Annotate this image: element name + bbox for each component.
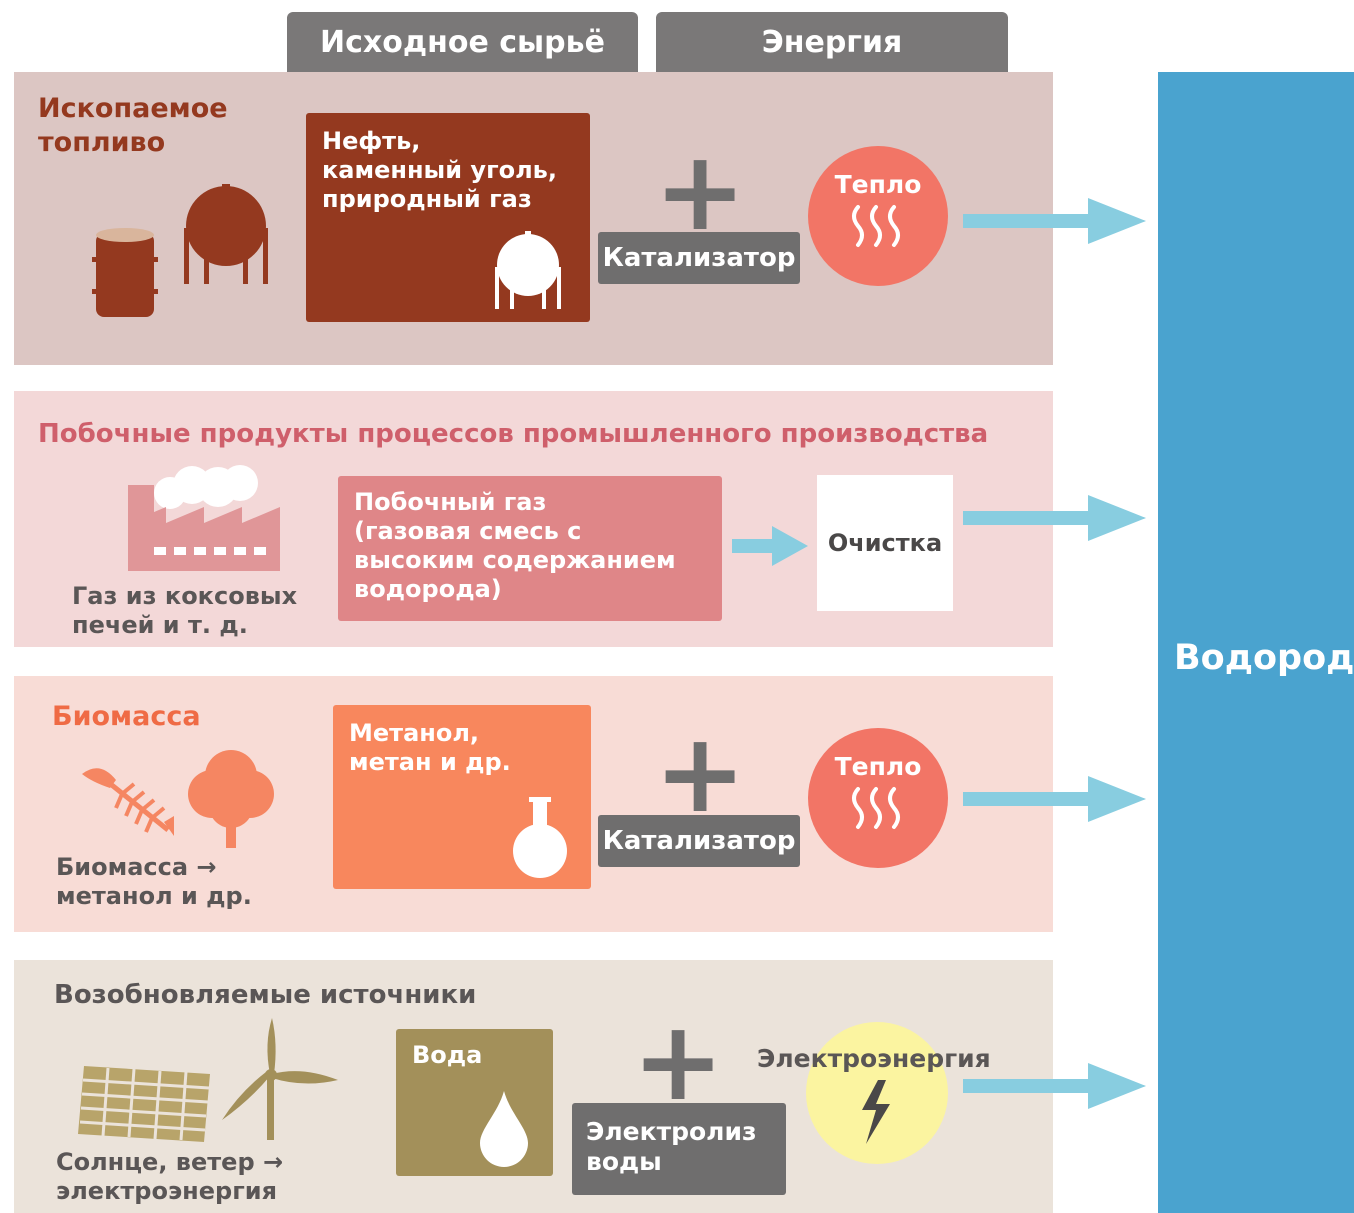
electrolysis-line2: воды <box>586 1147 662 1176</box>
fossil-box-line2: каменный уголь, <box>322 156 557 184</box>
byproduct-gas-box: Побочный газ (газовая смесь с высоким со… <box>338 476 722 621</box>
header-energy: Энергия <box>656 12 1008 72</box>
heat-circle: Тепло <box>808 728 948 868</box>
plus-icon: + <box>654 127 747 255</box>
biomass-title: Биомасса <box>52 701 201 732</box>
renewable-title: Возобновляемые источники <box>54 980 477 1010</box>
fossil-title-line1: Ископаемое <box>38 93 228 124</box>
renewable-caption-line1: Солнце, ветер → <box>56 1148 284 1176</box>
lightning-icon <box>862 1080 890 1144</box>
electricity-circle <box>806 1022 948 1164</box>
solar-panel-icon <box>78 1060 218 1146</box>
industrial-caption-line1: Газ из коксовых <box>72 582 298 610</box>
byproduct-box-line1: Побочный газ <box>354 488 547 516</box>
heat-waves-icon <box>852 205 900 247</box>
arrow-to-hydrogen-3 <box>963 776 1148 822</box>
byproduct-box-line4: водорода) <box>354 575 502 603</box>
water-drop-icon <box>478 1089 530 1167</box>
fossil-box-line1: Нефть, <box>322 127 421 155</box>
industrial-caption: Газ из коксовых печей и т. д. <box>72 582 297 640</box>
header-raw-materials: Исходное сырьё <box>287 12 638 72</box>
industrial-title: Побочные продукты процессов промышленног… <box>38 419 989 449</box>
gas-tank-white-icon <box>492 231 564 311</box>
factory-icon <box>126 463 284 573</box>
fossil-box-line3: природный газ <box>322 185 532 213</box>
purification-box: Очистка <box>817 475 953 611</box>
flask-icon <box>512 797 568 879</box>
catalyst-label: Катализатор <box>598 815 800 867</box>
purification-label: Очистка <box>827 529 943 557</box>
heat-label: Тепло <box>834 170 922 199</box>
arrow-to-hydrogen-2 <box>963 495 1148 541</box>
hydrogen-label: Водород <box>1174 638 1354 678</box>
biomass-caption-line2: метанол и др. <box>56 882 252 910</box>
water-box: Вода <box>396 1029 553 1176</box>
biomass-caption: Биомасса → метанол и др. <box>56 853 252 911</box>
plus-icon: + <box>654 709 747 837</box>
heat-waves-icon <box>852 787 900 829</box>
electrolysis-label: Электролиз воды <box>572 1103 786 1195</box>
tree-icon <box>182 748 280 848</box>
wind-turbine-icon <box>220 1016 340 1140</box>
water-label: Вода <box>412 1041 483 1069</box>
renewable-caption: Солнце, ветер → электроэнергия <box>56 1148 283 1206</box>
fossil-resources-box: Нефть, каменный уголь, природный газ <box>306 113 590 322</box>
methanol-box-line1: Метанол, <box>349 719 480 747</box>
gas-tank-icon <box>180 184 272 286</box>
panel-biomass: Биомасса Биомасс <box>14 676 1053 932</box>
renewable-caption-line2: электроэнергия <box>56 1177 277 1205</box>
fossil-title: Ископаемое топливо <box>38 92 228 160</box>
electrolysis-line1: Электролиз <box>586 1117 757 1146</box>
heat-label: Тепло <box>834 752 922 781</box>
fish-bone-icon <box>78 760 174 840</box>
heat-circle: Тепло <box>808 146 948 286</box>
hydrogen-column: Водород <box>1158 72 1354 1213</box>
byproduct-box-line3: высоким содержанием <box>354 546 676 574</box>
panel-fossil-fuel: Ископаемое топливо Нефть, каменный уголь… <box>14 72 1053 365</box>
catalyst-label: Катализатор <box>598 232 800 284</box>
biomass-caption-line1: Биомасса → <box>56 853 217 881</box>
arrow-to-hydrogen-1 <box>963 198 1148 244</box>
panel-renewable: Возобновляемые источники Солнц <box>14 960 1053 1213</box>
plus-icon: + <box>632 997 725 1125</box>
panel-industrial-byproducts: Побочные продукты процессов промышленног… <box>14 391 1053 647</box>
industrial-caption-line2: печей и т. д. <box>72 611 248 639</box>
fossil-title-line2: топливо <box>38 127 166 158</box>
oil-barrel-icon <box>92 227 158 321</box>
methanol-box-line2: метан и др. <box>349 748 511 776</box>
electricity-label: Электроэнергия <box>757 1044 991 1073</box>
arrow-to-hydrogen-4 <box>963 1063 1148 1109</box>
arrow-to-purification <box>732 526 810 566</box>
byproduct-box-line2: (газовая смесь с <box>354 517 582 545</box>
